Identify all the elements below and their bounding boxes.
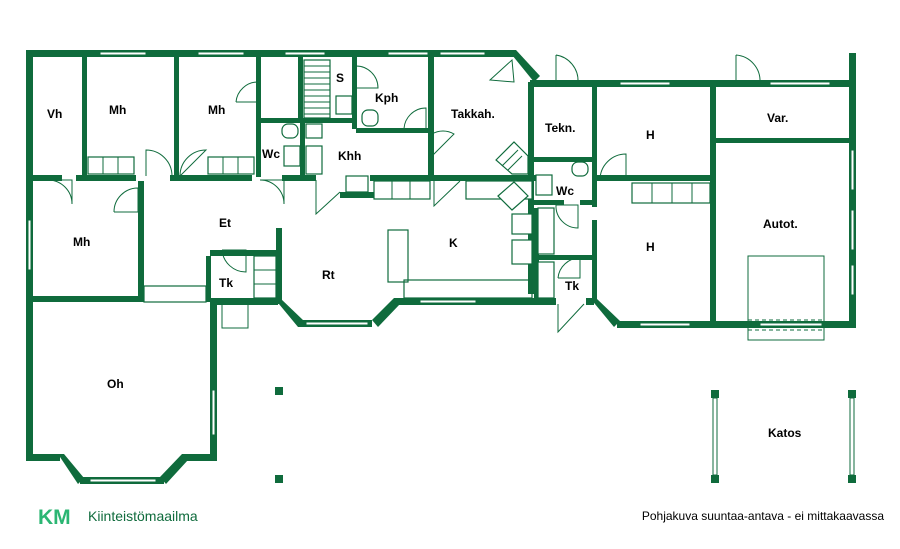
room-label-h2: H: [646, 240, 655, 254]
room-label-tk1: Tk: [219, 276, 233, 290]
footer-disclaimer: Pohjakuva suuntaa-antava - ei mittakaava…: [641, 509, 884, 523]
svg-text:KM: KM: [38, 506, 71, 527]
kiinteistomaailma-logo: KM: [38, 506, 71, 527]
room-label-autot: Autot.: [763, 217, 798, 231]
room-label-tekn: Tekn.: [545, 121, 575, 135]
room-label-mh2: Mh: [208, 103, 225, 117]
windows: [27, 51, 855, 483]
room-labels: Vh Mh Mh S Kph Takkah. Tekn. H Var. Wc K…: [47, 71, 802, 440]
room-label-katos: Katos: [768, 426, 802, 440]
exterior-walls: [26, 50, 856, 484]
room-label-s: S: [336, 71, 344, 85]
room-label-et: Et: [219, 216, 231, 230]
room-label-oh: Oh: [107, 377, 124, 391]
room-label-var: Var.: [767, 111, 788, 125]
interior-walls: [26, 57, 854, 327]
fixtures: [87, 59, 825, 341]
room-label-mh3: Mh: [73, 235, 90, 249]
room-label-vh: Vh: [47, 107, 62, 121]
room-label-kph: Kph: [375, 91, 398, 105]
room-label-h1: H: [646, 128, 655, 142]
room-label-khh: Khh: [338, 149, 361, 163]
room-label-rt: Rt: [322, 268, 335, 282]
room-label-k: K: [449, 236, 458, 250]
carport: [275, 387, 856, 483]
room-label-takkah: Takkah.: [451, 107, 495, 121]
brand-name: Kiinteistömaailma: [88, 508, 198, 524]
room-label-tk2: Tk: [565, 279, 579, 293]
doors: [47, 54, 761, 334]
room-label-mh1: Mh: [109, 103, 126, 117]
room-label-wc2: Wc: [556, 184, 574, 198]
room-label-wc1: Wc: [262, 147, 280, 161]
